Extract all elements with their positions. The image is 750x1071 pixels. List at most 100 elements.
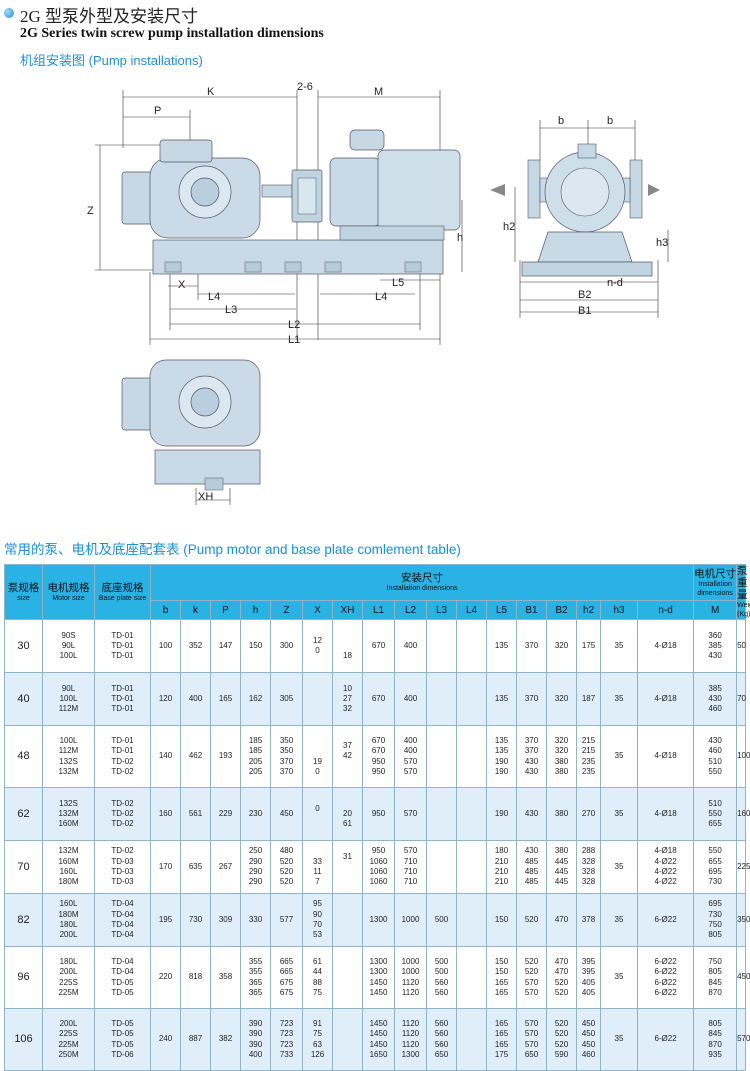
table-cell-h2: 378 [576, 893, 601, 947]
table-cell-L4 [456, 619, 487, 673]
table-cell-P: 193 [210, 725, 241, 788]
table-cell-b: 220 [150, 946, 181, 1009]
table-cell-X: 19 0 [302, 725, 333, 788]
table-cell-L2: 570 710 710 710 [394, 840, 427, 894]
table-cell-size: 30 [4, 619, 43, 673]
table-cell-weight: 70 [736, 672, 746, 726]
table-cell-B1: 520 520 570 570 [516, 946, 547, 1009]
table-cell-B1: 430 485 485 485 [516, 840, 547, 894]
table-cell-B1: 570 570 570 650 [516, 1008, 547, 1071]
table-cell-nd: 6-Ø22 6-Ø22 6-Ø22 6-Ø22 [636, 946, 695, 1009]
col-header: L4 [456, 600, 487, 620]
table-cell-X: 91 75 63 126 [302, 1008, 333, 1071]
table-cell-nd: 4-Ø18 [636, 787, 695, 841]
table-cell-L1: 1300 [362, 893, 395, 947]
dim-label-2-6: 2-6 [297, 81, 313, 93]
table-cell-b: 120 [150, 672, 181, 726]
table-cell-B1: 370 [516, 672, 547, 726]
table-cell-base: TD-02 TD-03 TD-03 TD-03 [94, 840, 151, 894]
table-cell-B2: 380 [546, 787, 577, 841]
table-cell-M: 430 460 510 550 [693, 725, 738, 788]
dim-label-Z: Z [87, 205, 94, 217]
table-cell-L3 [426, 619, 457, 673]
table-section-title: 常用的泵、电机及底座配套表 (Pump motor and base plate… [4, 542, 461, 557]
table-cell-L4 [456, 787, 487, 841]
table-cell-M: 360 385 430 [693, 619, 738, 673]
table-cell-base: TD-04 TD-04 TD-04 TD-04 [94, 893, 151, 947]
table-cell-k: 400 [180, 672, 211, 726]
table-cell-weight: 570 [736, 1008, 750, 1071]
table-cell-P: 165 [210, 672, 241, 726]
table-cell-k: 730 [180, 893, 211, 947]
col-header: h2 [576, 600, 601, 620]
table-cell-L1: 670 670 950 950 [362, 725, 395, 788]
table-cell-b: 100 [150, 619, 181, 673]
table-cell-L3 [426, 725, 457, 788]
dim-label-X: X [178, 279, 186, 291]
table-cell-base: TD-01 TD-01 TD-01 [94, 672, 151, 726]
dim-label-L4b: L4 [375, 291, 387, 303]
table-cell-base: TD-05 TD-05 TD-05 TD-06 [94, 1008, 151, 1071]
table-cell-h3: 35 [600, 1008, 638, 1071]
table-cell-X: 0 [302, 787, 333, 841]
table-cell-base: TD-04 TD-04 TD-05 TD-05 [94, 946, 151, 1009]
table-cell-L5: 135 135 190 190 [486, 725, 517, 788]
table-cell-h: 150 [240, 619, 271, 673]
dim-label-L5: L5 [392, 277, 404, 289]
table-cell-B2: 320 [546, 619, 577, 673]
table-cell-b: 240 [150, 1008, 181, 1071]
table-cell-B2: 380 445 445 445 [546, 840, 577, 894]
table-cell-L5: 180 210 210 210 [486, 840, 517, 894]
table-cell-weight: 160 [736, 787, 750, 841]
table-cell-XH: 37 42 [332, 725, 363, 788]
table-cell-size: 70 [4, 840, 43, 894]
table-cell-weight: 225 [736, 840, 750, 894]
col-header: n-d [636, 600, 695, 620]
table-cell-motor: 132S 132M 160M [42, 787, 95, 841]
table-cell-h3: 35 [600, 619, 638, 673]
table-cell-B2: 470 470 520 520 [546, 946, 577, 1009]
table-cell-L3 [426, 787, 457, 841]
table-cell-B1: 370 [516, 619, 547, 673]
table-cell-L5: 150 [486, 893, 517, 947]
table-cell-base: TD-02 TD-02 TD-02 [94, 787, 151, 841]
col-header: XH [332, 600, 363, 620]
diagram-subtitle: 机组安装图 (Pump installations) [20, 53, 203, 68]
table-cell-L5: 190 [486, 787, 517, 841]
table-cell-L5: 165 165 165 175 [486, 1008, 517, 1071]
table-cell-XH [332, 893, 363, 947]
dim-label-M: M [374, 86, 383, 98]
table-cell-L2: 400 400 570 570 [394, 725, 427, 788]
table-cell-Z: 577 [270, 893, 303, 947]
table-cell-weight: 100 [736, 725, 750, 788]
table-cell-P: 267 [210, 840, 241, 894]
dim-label-P: P [154, 105, 161, 117]
dim-label-h2: h2 [503, 221, 515, 233]
installation-diagram: K P M 2-6 Z h X L4 L3 L2 L1 L5 L4 b b h2… [87, 81, 669, 505]
table-cell-size: 48 [4, 725, 43, 788]
table-cell-B1: 430 [516, 787, 547, 841]
dim-label-L4a: L4 [208, 291, 220, 303]
table-cell-b: 195 [150, 893, 181, 947]
dim-label-L2: L2 [288, 319, 300, 331]
dim-label-b2: b [607, 115, 613, 127]
table-cell-size: 62 [4, 787, 43, 841]
table-cell-P: 358 [210, 946, 241, 1009]
table-cell-motor: 100L 112M 132S 132M [42, 725, 95, 788]
table-cell-motor: 200L 225S 225M 250M [42, 1008, 95, 1071]
table-cell-Z: 300 [270, 619, 303, 673]
table-cell-nd: 6-Ø22 [636, 1008, 695, 1071]
table-cell-h: 250 290 290 290 [240, 840, 271, 894]
table-cell-M: 385 430 460 [693, 672, 738, 726]
table-cell-L1: 1300 1300 1450 1450 [362, 946, 395, 1009]
table-cell-Z: 723 723 723 733 [270, 1008, 303, 1071]
